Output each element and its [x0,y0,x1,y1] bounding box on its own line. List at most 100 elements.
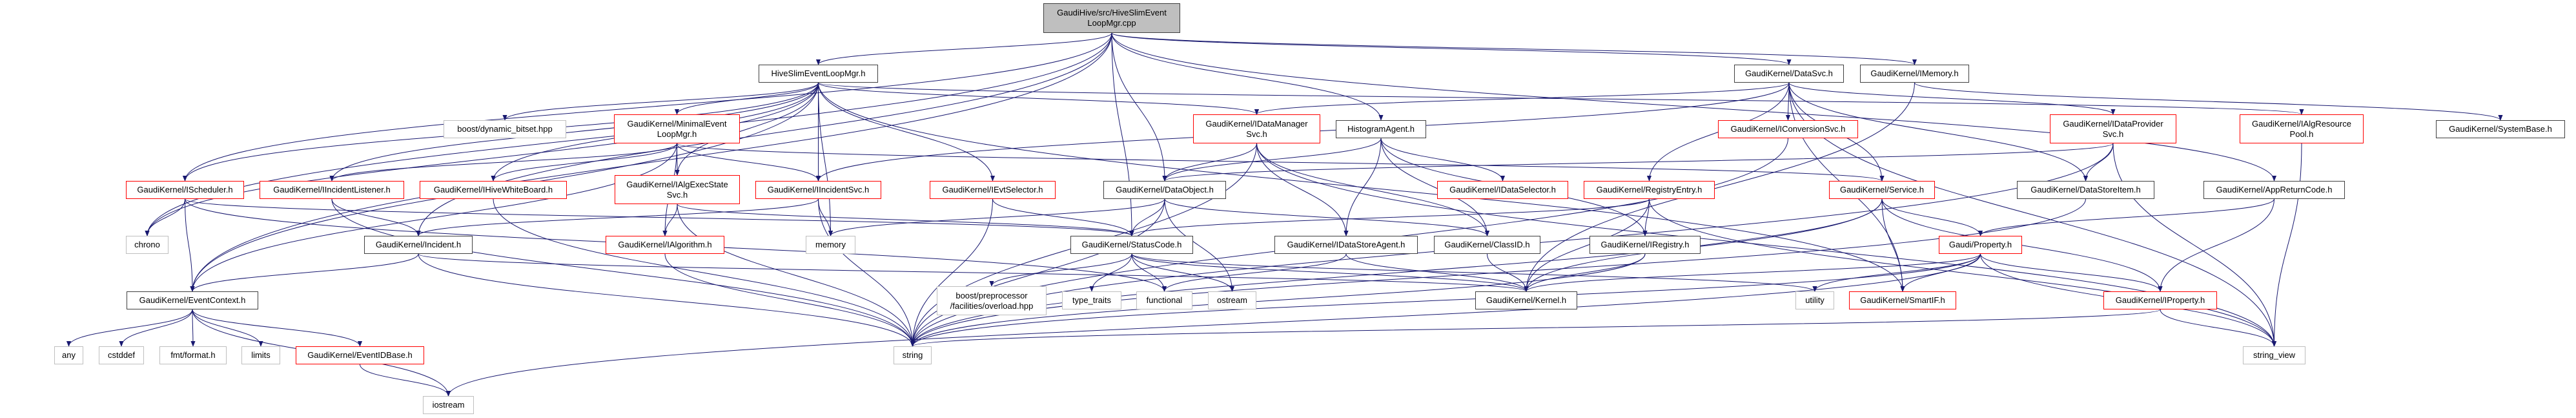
edge-idsagent-to-functional [1161,253,1347,292]
edge-minimal-to-iincsvc [677,143,821,182]
node-evidbase[interactable]: GaudiKernel/EventIDBase.h [296,346,424,364]
edge-hslm-to-ialgres [818,82,2304,115]
edge-cpp-to-appret [1111,32,2276,182]
node-bitset[interactable]: boost/dynamic_bitset.hpp [444,120,566,138]
node-any[interactable]: any [54,346,83,364]
node-chrono[interactable]: chrono [126,236,169,254]
node-memory[interactable]: memory [806,236,855,254]
node-ihivewb[interactable]: GaudiKernel/IHiveWhiteBoard.h [420,181,567,199]
edge-cpp-to-datasvc [1111,32,1792,65]
node-fmt[interactable]: fmt/format.h [159,346,227,364]
edge-dataobj-to-classid [1164,198,1489,236]
node-dataobj[interactable]: GaudiKernel/DataObject.h [1103,181,1226,199]
edge-cpp-to-hslm [816,32,1112,65]
edge-service-to-smartif [1881,198,1905,292]
node-limits[interactable]: limits [241,346,280,364]
edge-histagent-to-classid [1380,138,1490,236]
edge-ialgorithm-to-string [664,253,915,347]
edge-service-to-string [910,198,1883,347]
edge-regentry-to-kernel [1524,198,1650,292]
node-ostream[interactable]: ostream [1208,291,1256,309]
edge-statuscode-to-kernel [1131,253,1529,292]
node-service[interactable]: GaudiKernel/Service.h [1829,181,1935,199]
edge-cpp-to-ischeduler [183,32,1112,182]
node-classid[interactable]: GaudiKernel/ClassID.h [1434,236,1540,254]
edge-imemory-to-sysbase [1914,82,2503,121]
edge-service-to-kernel [1524,198,1883,292]
node-incident[interactable]: GaudiKernel/Incident.h [364,236,473,254]
edge-ialgexec-to-ialgorithm [662,204,678,236]
edge-appret-to-property [1978,198,2274,236]
edge-dataobj-to-ostream [1164,198,1235,292]
node-cstddef[interactable]: cstddef [99,346,144,364]
node-evctx[interactable]: GaudiKernel/EventContext.h [127,291,258,309]
edge-statuscode-to-typetraits [1089,253,1132,292]
node-boostpp[interactable]: boost/preprocessor /facilities/overload.… [937,286,1047,315]
edge-property-to-kernel [1524,253,1981,292]
edge-iincsvc-to-incident [416,198,819,236]
node-iinclist[interactable]: GaudiKernel/IIncidentListener.h [260,181,404,199]
node-imemory[interactable]: GaudiKernel/IMemory.h [1860,65,1969,83]
node-iproperty[interactable]: GaudiKernel/IProperty.h [2103,291,2217,309]
edge-hslm-to-chrono [145,82,819,236]
edge-iproperty-to-string [910,309,2161,347]
edge-evctx-to-any [66,309,193,347]
node-stringview[interactable]: string_view [2243,346,2305,364]
node-sysbase[interactable]: GaudiKernel/SystemBase.h [2436,120,2565,138]
node-typetraits[interactable]: type_traits [1062,291,1121,309]
node-iincsvc[interactable]: GaudiKernel/IIncidentSvc.h [755,181,881,199]
edge-regentry-to-statuscode [1129,198,1650,236]
edge-hslm-to-iinclist [329,82,819,182]
edge-hslm-to-memory [818,82,833,236]
edge-iincsvc-to-string [818,198,915,347]
node-iostream[interactable]: iostream [423,396,474,414]
edge-hslm-to-bitset [502,82,819,121]
node-appret[interactable]: GaudiKernel/AppReturnCode.h [2203,181,2345,199]
node-idatasel[interactable]: GaudiKernel/IDataSelector.h [1437,181,1568,199]
edge-iregistry-to-kernel [1524,253,1646,292]
edge-hslm-to-idatamgr [818,82,1259,115]
node-ischeduler[interactable]: GaudiKernel/IScheduler.h [126,181,244,199]
edge-idataprov-to-stringview [2112,143,2277,347]
node-minimal[interactable]: GaudiKernel/MinimalEvent LoopMgr.h [614,114,740,143]
edge-ischeduler-to-statuscode [185,198,1134,236]
edge-appret-to-iproperty [2158,198,2274,292]
edge-property-to-string [910,253,1981,347]
edge-evctx-to-limits [192,309,263,347]
edge-property-to-iproperty [1980,253,2163,292]
node-dsitem[interactable]: GaudiKernel/DataStoreItem.h [2017,181,2154,199]
node-regentry[interactable]: GaudiKernel/RegistryEntry.h [1584,181,1715,199]
node-idsagent[interactable]: GaudiKernel/IDataStoreAgent.h [1274,236,1418,254]
edge-ialgres-to-stringview [2271,143,2302,347]
node-property[interactable]: Gaudi/Property.h [1939,236,2022,254]
node-kernel[interactable]: GaudiKernel/Kernel.h [1475,291,1577,309]
node-statuscode[interactable]: GaudiKernel/StatusCode.h [1070,236,1193,254]
edge-minimal-to-evctx [190,143,677,292]
edge-histagent-to-dataobj [1162,138,1382,182]
node-idatamgr[interactable]: GaudiKernel/IDataManager Svc.h [1193,114,1320,143]
node-ialgres[interactable]: GaudiKernel/IAlgResource Pool.h [2240,114,2364,143]
node-string[interactable]: string [894,346,932,364]
edge-ihivewb-to-string [493,198,915,347]
node-ievtsel[interactable]: GaudiKernel/IEvtSelector.h [930,181,1056,199]
edge-idsagent-to-kernel [1345,253,1529,292]
node-idataprov[interactable]: GaudiKernel/IDataProvider Svc.h [2050,114,2176,143]
node-iconv[interactable]: GaudiKernel/IConversionSvc.h [1718,120,1858,138]
node-smartif[interactable]: GaudiKernel/SmartIF.h [1849,291,1956,309]
node-iregistry[interactable]: GaudiKernel/IRegistry.h [1590,236,1701,254]
node-ialgexec[interactable]: GaudiKernel/IAlgExecState Svc.h [615,175,740,204]
edge-idataprov-to-dataobj [1162,143,2114,182]
node-functional[interactable]: functional [1136,291,1192,309]
node-histagent[interactable]: HistogramAgent.h [1336,120,1426,138]
node-datasvc[interactable]: GaudiKernel/DataSvc.h [1734,65,1844,83]
edge-idatamgr-to-idsagent [1256,143,1349,236]
edge-minimal-to-iinclist [329,143,677,182]
edge-property-to-iostream [446,253,1981,397]
node-ialgorithm[interactable]: GaudiKernel/IAlgorithm.h [606,236,724,254]
node-cpp[interactable]: GaudiHive/src/HiveSlimEvent LoopMgr.cpp [1043,3,1180,33]
node-utility[interactable]: utility [1795,291,1834,309]
node-hslm[interactable]: HiveSlimEventLoopMgr.h [759,65,878,83]
edge-incident-to-string [418,253,915,347]
edge-evidbase-to-iostream [360,364,451,397]
